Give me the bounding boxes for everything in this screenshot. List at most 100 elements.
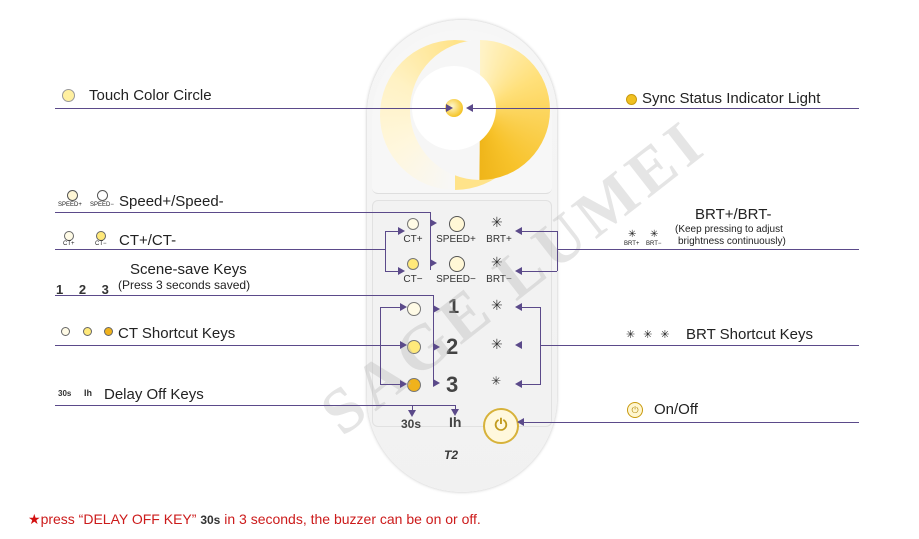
key-speed-minus-label[interactable]: SPEED− [436,274,476,285]
leader-ct [55,249,385,250]
leader-delay-30s [412,405,413,413]
speed-plus-icon [67,190,78,201]
ct-plus-icon [64,231,74,241]
footer-note-pre: press “DELAY OFF KEY” [40,511,197,527]
arrow-scene-3 [433,379,440,387]
scene-numbers-icon: 1 2 3 [56,282,115,297]
label-touch-color-circle: Touch Color Circle [89,87,212,104]
arrow-brt-shortcut-1 [515,303,522,311]
scene-key-3[interactable]: 3 [446,372,459,397]
scene-key-2[interactable]: 2 [446,334,459,359]
leader-ct-shortcut [55,345,380,346]
leader-brt-shortcut-1 [520,307,540,308]
key-brt-minus-label[interactable]: BRT− [486,274,512,285]
arrow-onoff [517,418,524,426]
ct-minus-icon [96,231,106,241]
label-delay-off: Delay Off Keys [104,386,204,403]
label-scene-save-note: (Press 3 seconds saved) [118,278,251,292]
leader-brt-plus [520,231,557,232]
label-ct: CT+/CT- [119,232,177,249]
caption-speed-plus: SPEED+ [58,202,82,208]
arrow-ct-plus [398,227,405,235]
leader-ct-vertical [385,231,386,271]
leader-ct-shortcut-1 [380,307,402,308]
brt-minus-icon: ✳ [650,229,659,240]
arrow-scene-1 [433,305,440,313]
ct-shortcut-icon-2 [83,327,92,336]
arrow-ct-shortcut-3 [400,380,407,388]
ct-shortcut-warm-bulb-icon[interactable] [407,378,421,392]
leader-touch-circle [55,108,450,109]
leader-ct-shortcut-3 [380,384,402,385]
label-brt-note-2: brightness continuously) [678,236,786,247]
leader-brt-minus [520,271,557,272]
speed-plus-clock-icon [449,216,465,232]
leader-onoff [522,422,859,423]
delay-30s-key[interactable]: 30s [401,417,422,431]
label-onoff: On/Off [654,401,698,418]
power-icon: ⏻ [494,417,508,434]
delay-30s-icon: 30s [58,389,72,398]
key-brt-plus-label[interactable]: BRT+ [486,234,512,245]
star-icon: ★ [28,511,41,527]
leader-brt-shortcut [540,345,859,346]
ct-plus-bulb-icon [407,218,419,230]
brt-shortcut-high-icon[interactable]: ✳ [491,297,503,313]
arrow-brt-minus [515,267,522,275]
caption-brt-minus: BRT− [646,241,662,247]
sync-status-icon [626,94,637,105]
speed-minus-clock-icon [449,256,465,272]
ct-shortcut-icon-3 [104,327,113,336]
label-ct-shortcut: CT Shortcut Keys [118,325,236,342]
arrow-brt-shortcut-2 [515,341,522,349]
leader-delay-1h [455,405,456,411]
leader-scene [55,295,433,296]
sync-status-indicator-light [445,99,463,117]
label-speed: Speed+/Speed- [119,193,224,210]
brt-shortcut-mid-icon[interactable]: ✳ [491,336,503,352]
brt-minus-sun-icon: ✳ [491,254,503,270]
leader-delay [55,405,455,406]
brt-shortcut-icons: ✳✳✳ [626,329,678,341]
key-speed-plus-label[interactable]: SPEED+ [436,234,476,245]
footer-note: ★press “DELAY OFF KEY” 30s in 3 seconds,… [28,511,481,528]
ct-minus-bulb-icon [407,258,419,270]
ct-shortcut-neutral-bulb-icon[interactable] [407,340,421,354]
leader-ct-shortcut-vertical [380,307,381,385]
arrow-delay-1h [451,409,459,416]
key-panel [372,200,552,427]
label-scene-save: Scene-save Keys [130,261,247,278]
caption-speed-minus: SPEED− [90,202,114,208]
touch-circle-icon [62,89,75,102]
delay-1h-key[interactable]: Ih [449,414,462,430]
leader-sync [470,108,859,109]
leader-speed-vertical [430,212,431,270]
caption-brt-plus: BRT+ [624,241,640,247]
arrow-delay-30s [408,410,416,417]
leader-brt-shortcut-3 [520,384,540,385]
arrow-touch-circle [446,104,453,112]
arrow-ct-shortcut-2 [400,341,407,349]
ct-shortcut-cool-bulb-icon[interactable] [407,302,421,316]
caption-ct-minus: CT− [95,241,107,247]
brt-shortcut-low-icon[interactable]: ✳ [491,374,502,388]
leader-brt-vertical [557,231,558,271]
label-brt: BRT+/BRT- [695,206,772,223]
leader-ct-minus [385,271,401,272]
leader-ct-shortcut-2 [380,345,402,346]
leader-brt-shortcut-vertical [540,307,541,385]
key-ct-plus-label[interactable]: CT+ [403,234,423,245]
arrow-speed-minus [430,259,437,267]
label-brt-note-1: (Keep pressing to adjust [675,224,783,235]
label-brt-shortcut: BRT Shortcut Keys [686,326,814,343]
scene-key-1[interactable]: 1 [448,296,460,318]
leader-ct-plus [385,231,401,232]
leader-brt [557,249,859,250]
power-button[interactable]: ⏻ [483,408,519,444]
onoff-icon: ⏻ [627,402,643,418]
footer-note-key: 30s [200,513,221,527]
key-ct-minus-label[interactable]: CT− [403,274,423,285]
caption-ct-plus: CT+ [63,241,75,247]
arrow-ct-shortcut-1 [400,303,407,311]
ct-shortcut-icon-1 [61,327,70,336]
